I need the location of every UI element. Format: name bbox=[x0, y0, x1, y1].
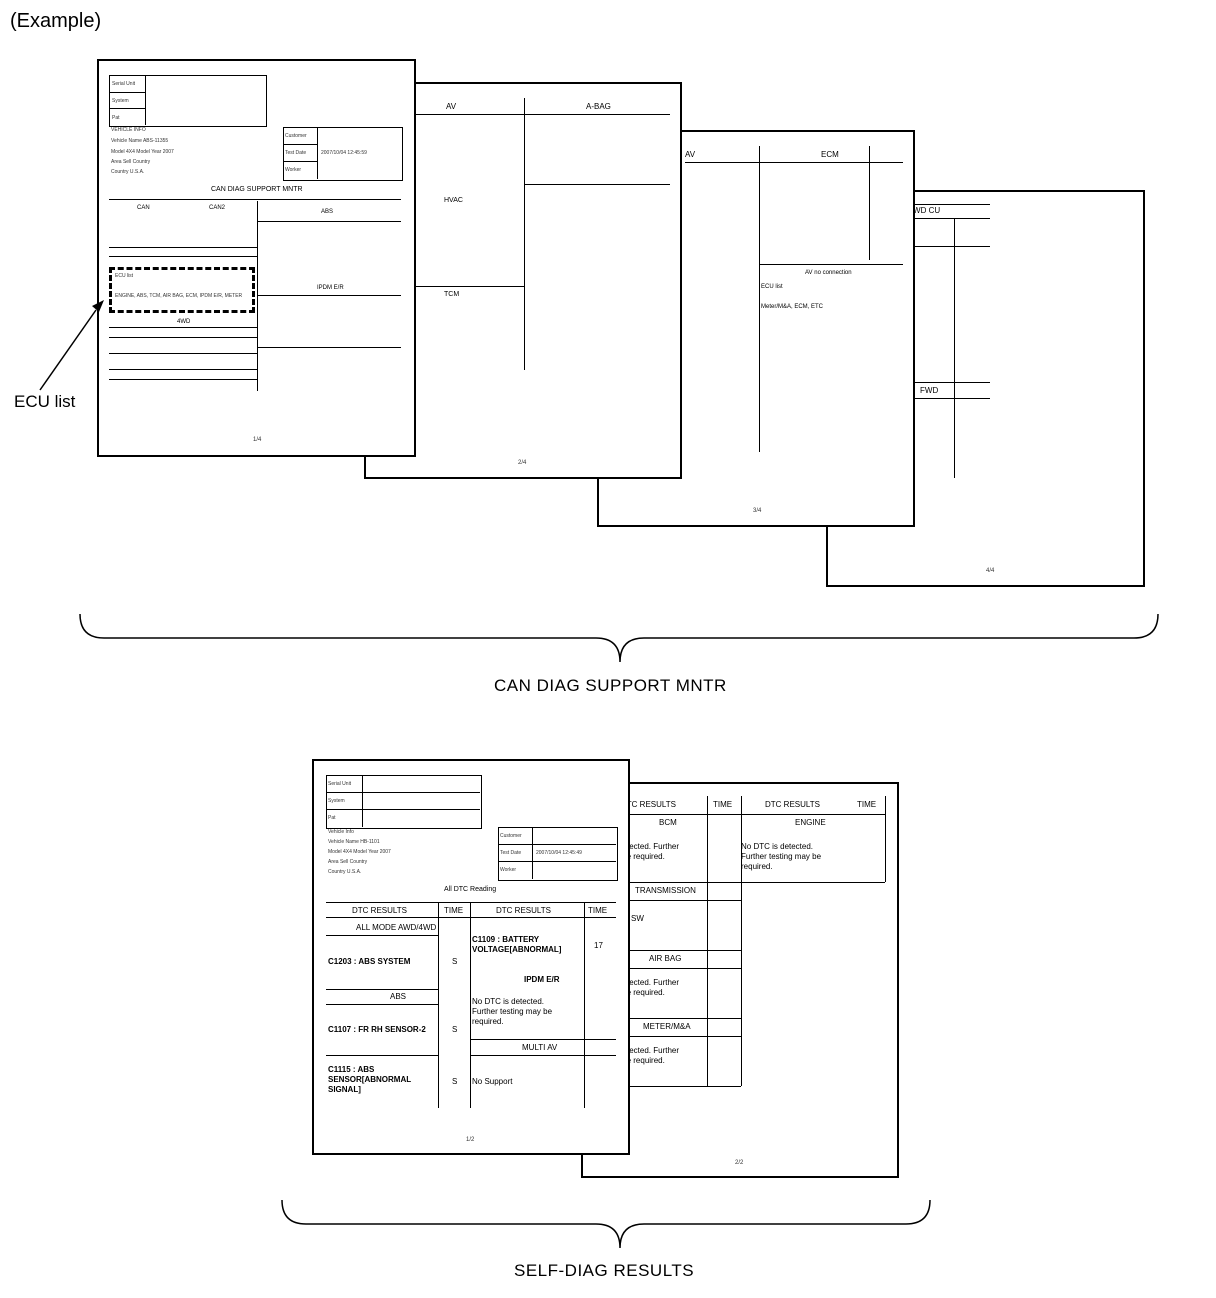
self-page-2: DTC RESULTS TIME DTC RESULTS TIME BCM No… bbox=[581, 782, 899, 1178]
can-p3-ecu-label: ECU list bbox=[761, 284, 783, 290]
self-front-right-field-2: Worker bbox=[500, 867, 517, 873]
self-group-label: SELF-DIAG RESULTS bbox=[514, 1261, 695, 1280]
self-back-airbag: AIR BAG bbox=[649, 954, 682, 963]
self-back-page-number: 2/2 bbox=[735, 1160, 744, 1166]
self-front-left-row-2: C1107 : FR RH SENSOR-2 bbox=[328, 1025, 426, 1034]
can-p4-sub: FWD bbox=[920, 386, 939, 395]
self-front-field-1: System bbox=[328, 798, 345, 804]
self-front-col-results-left: DTC RESULTS bbox=[352, 906, 407, 915]
ecu-list-callout: ECU list bbox=[14, 392, 76, 411]
self-front-col-results-right: DTC RESULTS bbox=[496, 906, 551, 915]
self-back-engine: ENGINE bbox=[795, 818, 826, 827]
self-front-left-section-2: ABS bbox=[390, 992, 407, 1001]
self-front-left-row-2-time: S bbox=[452, 1025, 458, 1034]
self-front-field-box bbox=[326, 775, 482, 829]
self-front-right-field-0: Customer bbox=[500, 833, 522, 839]
self-back-engine-text: No DTC is detected. Further testing may … bbox=[741, 842, 822, 871]
self-front-right-row-3: No Support bbox=[472, 1077, 513, 1086]
can-p1-right-field-1: Test Date bbox=[285, 150, 307, 156]
example-label: (Example) bbox=[10, 10, 102, 32]
self-front-field-0: Serial Unit bbox=[328, 781, 352, 787]
can-p1-vehicle-2: Model 4X4 Model Year 2007 bbox=[111, 149, 174, 155]
self-front-right-row-1-time: 17 bbox=[594, 941, 603, 950]
self-front-test-date: 2007/10/04 12:45:49 bbox=[536, 850, 582, 856]
ecu-list-box bbox=[109, 267, 255, 313]
can-p1-col-b: CAN2 bbox=[209, 205, 226, 211]
can-p1-right-box bbox=[283, 127, 403, 181]
can-p3-note: AV no connection bbox=[805, 270, 852, 276]
self-front-right-field-1: Test Date bbox=[500, 850, 522, 856]
can-p1-title: CAN DIAG SUPPORT MNTR bbox=[211, 186, 303, 193]
self-front-heading: All DTC Reading bbox=[444, 886, 497, 893]
can-p1-vehicle-0: VEHICLE INFO bbox=[111, 127, 146, 133]
can-p1-col-c: ABS bbox=[321, 209, 334, 215]
self-back-bcm: BCM bbox=[659, 818, 677, 827]
can-p1-col-a: CAN bbox=[137, 205, 150, 211]
self-front-left-row-3: C1115 : ABS SENSOR[ABNORMAL SIGNAL] bbox=[328, 1065, 411, 1094]
can-p1-field-2: Pat bbox=[112, 115, 120, 121]
self-front-field-2: Pat bbox=[328, 815, 336, 821]
can-p3-right-head: ECM bbox=[821, 150, 839, 159]
self-back-col-results-2: DTC RESULTS bbox=[765, 800, 820, 809]
self-back-col-results: DTC RESULTS bbox=[621, 800, 676, 809]
self-front-vehicle-4: Country U.S.A. bbox=[328, 869, 362, 875]
can-p2-mid1: HVAC bbox=[444, 197, 463, 204]
self-back-col-time-2: TIME bbox=[857, 800, 877, 809]
can-p1-page-number: 1/4 bbox=[253, 437, 262, 443]
can-p1-vehicle-4: Country U.S.A. bbox=[111, 169, 145, 175]
can-p1-right-field-2: Worker bbox=[285, 167, 302, 173]
self-front-left-row-1-time: S bbox=[452, 957, 458, 966]
self-front-vehicle-3: Area Sell Country bbox=[328, 859, 368, 865]
can-p4-page-number: 4/4 bbox=[986, 568, 995, 574]
self-front-left-row-3-time: S bbox=[452, 1077, 458, 1086]
can-p1-field-1: System bbox=[112, 98, 129, 104]
self-front-vehicle-1: Vehicle Name HB-1101 bbox=[328, 839, 380, 845]
can-p1-field-box bbox=[109, 75, 267, 127]
can-page-1: Serial Unit System Pat VEHICLE INFO Vehi… bbox=[97, 59, 416, 457]
can-p3-page-number: 3/4 bbox=[753, 508, 762, 514]
can-p3-ecu-text: Meter/M&A, ECM, ETC bbox=[761, 304, 824, 310]
self-front-col-time-left: TIME bbox=[444, 906, 464, 915]
self-back-col-time: TIME bbox=[713, 800, 733, 809]
self-front-left-row-1: C1203 : ABS SYSTEM bbox=[328, 957, 411, 966]
can-p1-sect-4wd: 4WD bbox=[177, 319, 191, 325]
self-back-meter: METER/M&A bbox=[643, 1022, 691, 1031]
can-p1-ecu-box-title: ECU list bbox=[115, 273, 134, 279]
can-p1-ecu-box-text: ENGINE, ABS, TCM, AIR BAG, ECM, IPDM E/R… bbox=[115, 293, 243, 299]
can-p2-page-number: 2/4 bbox=[518, 460, 527, 466]
self-front-right-row-1: C1109 : BATTERY VOLTAGE[ABNORMAL] bbox=[472, 935, 562, 954]
self-page-1: Serial Unit System Pat Vehicle Info Vehi… bbox=[312, 759, 630, 1155]
can-p2-right-head: A-BAG bbox=[586, 102, 611, 111]
can-p1-vehicle-1: Vehicle Name ABS-11355 bbox=[111, 138, 169, 144]
self-front-right-row-2: No DTC is detected. Further testing may … bbox=[472, 997, 553, 1026]
self-back-trans: TRANSMISSION bbox=[635, 886, 696, 895]
self-front-page-number: 1/2 bbox=[466, 1137, 475, 1143]
can-p4-head: AWD CU bbox=[908, 206, 941, 215]
can-p1-vehicle-3: Area Sell Country bbox=[111, 159, 151, 165]
can-group-label: CAN DIAG SUPPORT MNTR bbox=[494, 676, 727, 695]
can-p1-field-0: Serial Unit bbox=[112, 81, 136, 87]
can-p1-sect-ipdm: IPDM E/R bbox=[317, 285, 344, 291]
can-p2-left-head: AV bbox=[446, 102, 457, 111]
self-front-col-time-right: TIME bbox=[588, 906, 608, 915]
can-p1-right-field-0: Customer bbox=[285, 133, 307, 139]
can-p2-mid2: TCM bbox=[444, 291, 460, 298]
self-front-right-section-2: IPDM E/R bbox=[524, 975, 560, 984]
can-p3-left-head: AV bbox=[685, 150, 696, 159]
self-front-right-box bbox=[498, 827, 618, 881]
self-front-right-section-3: MULTI AV bbox=[522, 1043, 558, 1052]
self-front-vehicle-0: Vehicle Info bbox=[328, 829, 354, 835]
can-page-2: AV A-BAG HVAC TCM 2/4 bbox=[364, 82, 682, 479]
self-front-left-section-1: ALL MODE AWD/4WD bbox=[356, 923, 437, 932]
can-p1-test-date: 2007/10/04 12:45:59 bbox=[321, 150, 367, 156]
self-front-vehicle-2: Model 4X4 Model Year 2007 bbox=[328, 849, 391, 855]
